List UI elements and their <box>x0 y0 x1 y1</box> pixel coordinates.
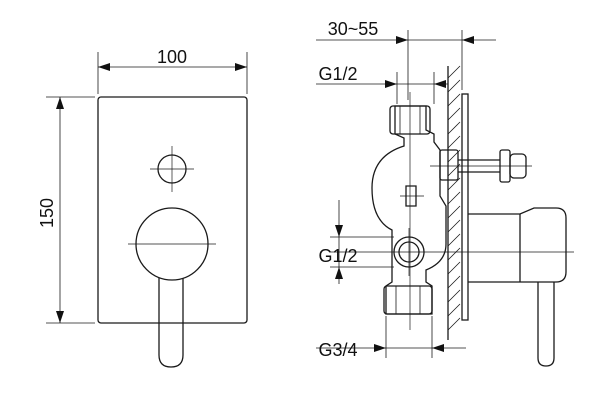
front-view: 100 150 <box>37 47 248 368</box>
top-port-arrow-left <box>385 80 397 88</box>
depth-arrow-left <box>396 36 408 44</box>
top-port-arrow-right <box>434 80 446 88</box>
top-port-label: G1/2 <box>318 64 357 84</box>
width-arrow-right <box>235 63 247 71</box>
diverter-spindle-base <box>439 149 459 181</box>
middle-port-arrow-bottom <box>335 267 343 279</box>
bottom-port-nut <box>383 285 433 315</box>
side-view: 30~55 G1/2 G1/2 G3/4 <box>316 19 574 367</box>
bottom-port-arrow-left <box>374 344 386 352</box>
valve-body <box>371 105 447 315</box>
wall-hatching <box>447 65 461 331</box>
handle-lever <box>158 278 184 368</box>
bottom-port-arrow-right <box>432 344 444 352</box>
bottom-port-label: G3/4 <box>318 340 357 360</box>
width-arrow-left <box>98 63 110 71</box>
height-arrow-top <box>56 97 64 109</box>
side-cover-plate <box>461 93 469 321</box>
middle-port-label: G1/2 <box>318 246 357 266</box>
depth-label: 30~55 <box>328 19 379 39</box>
middle-port-arrow-top <box>335 225 343 237</box>
width-label: 100 <box>157 47 187 67</box>
depth-arrow-right <box>462 36 474 44</box>
cover-plate <box>97 96 248 324</box>
side-fitting <box>405 185 417 207</box>
handle-side-body <box>468 207 567 283</box>
height-arrow-bottom <box>56 311 64 323</box>
handle-side-lever <box>537 282 555 367</box>
height-label: 150 <box>37 198 57 228</box>
